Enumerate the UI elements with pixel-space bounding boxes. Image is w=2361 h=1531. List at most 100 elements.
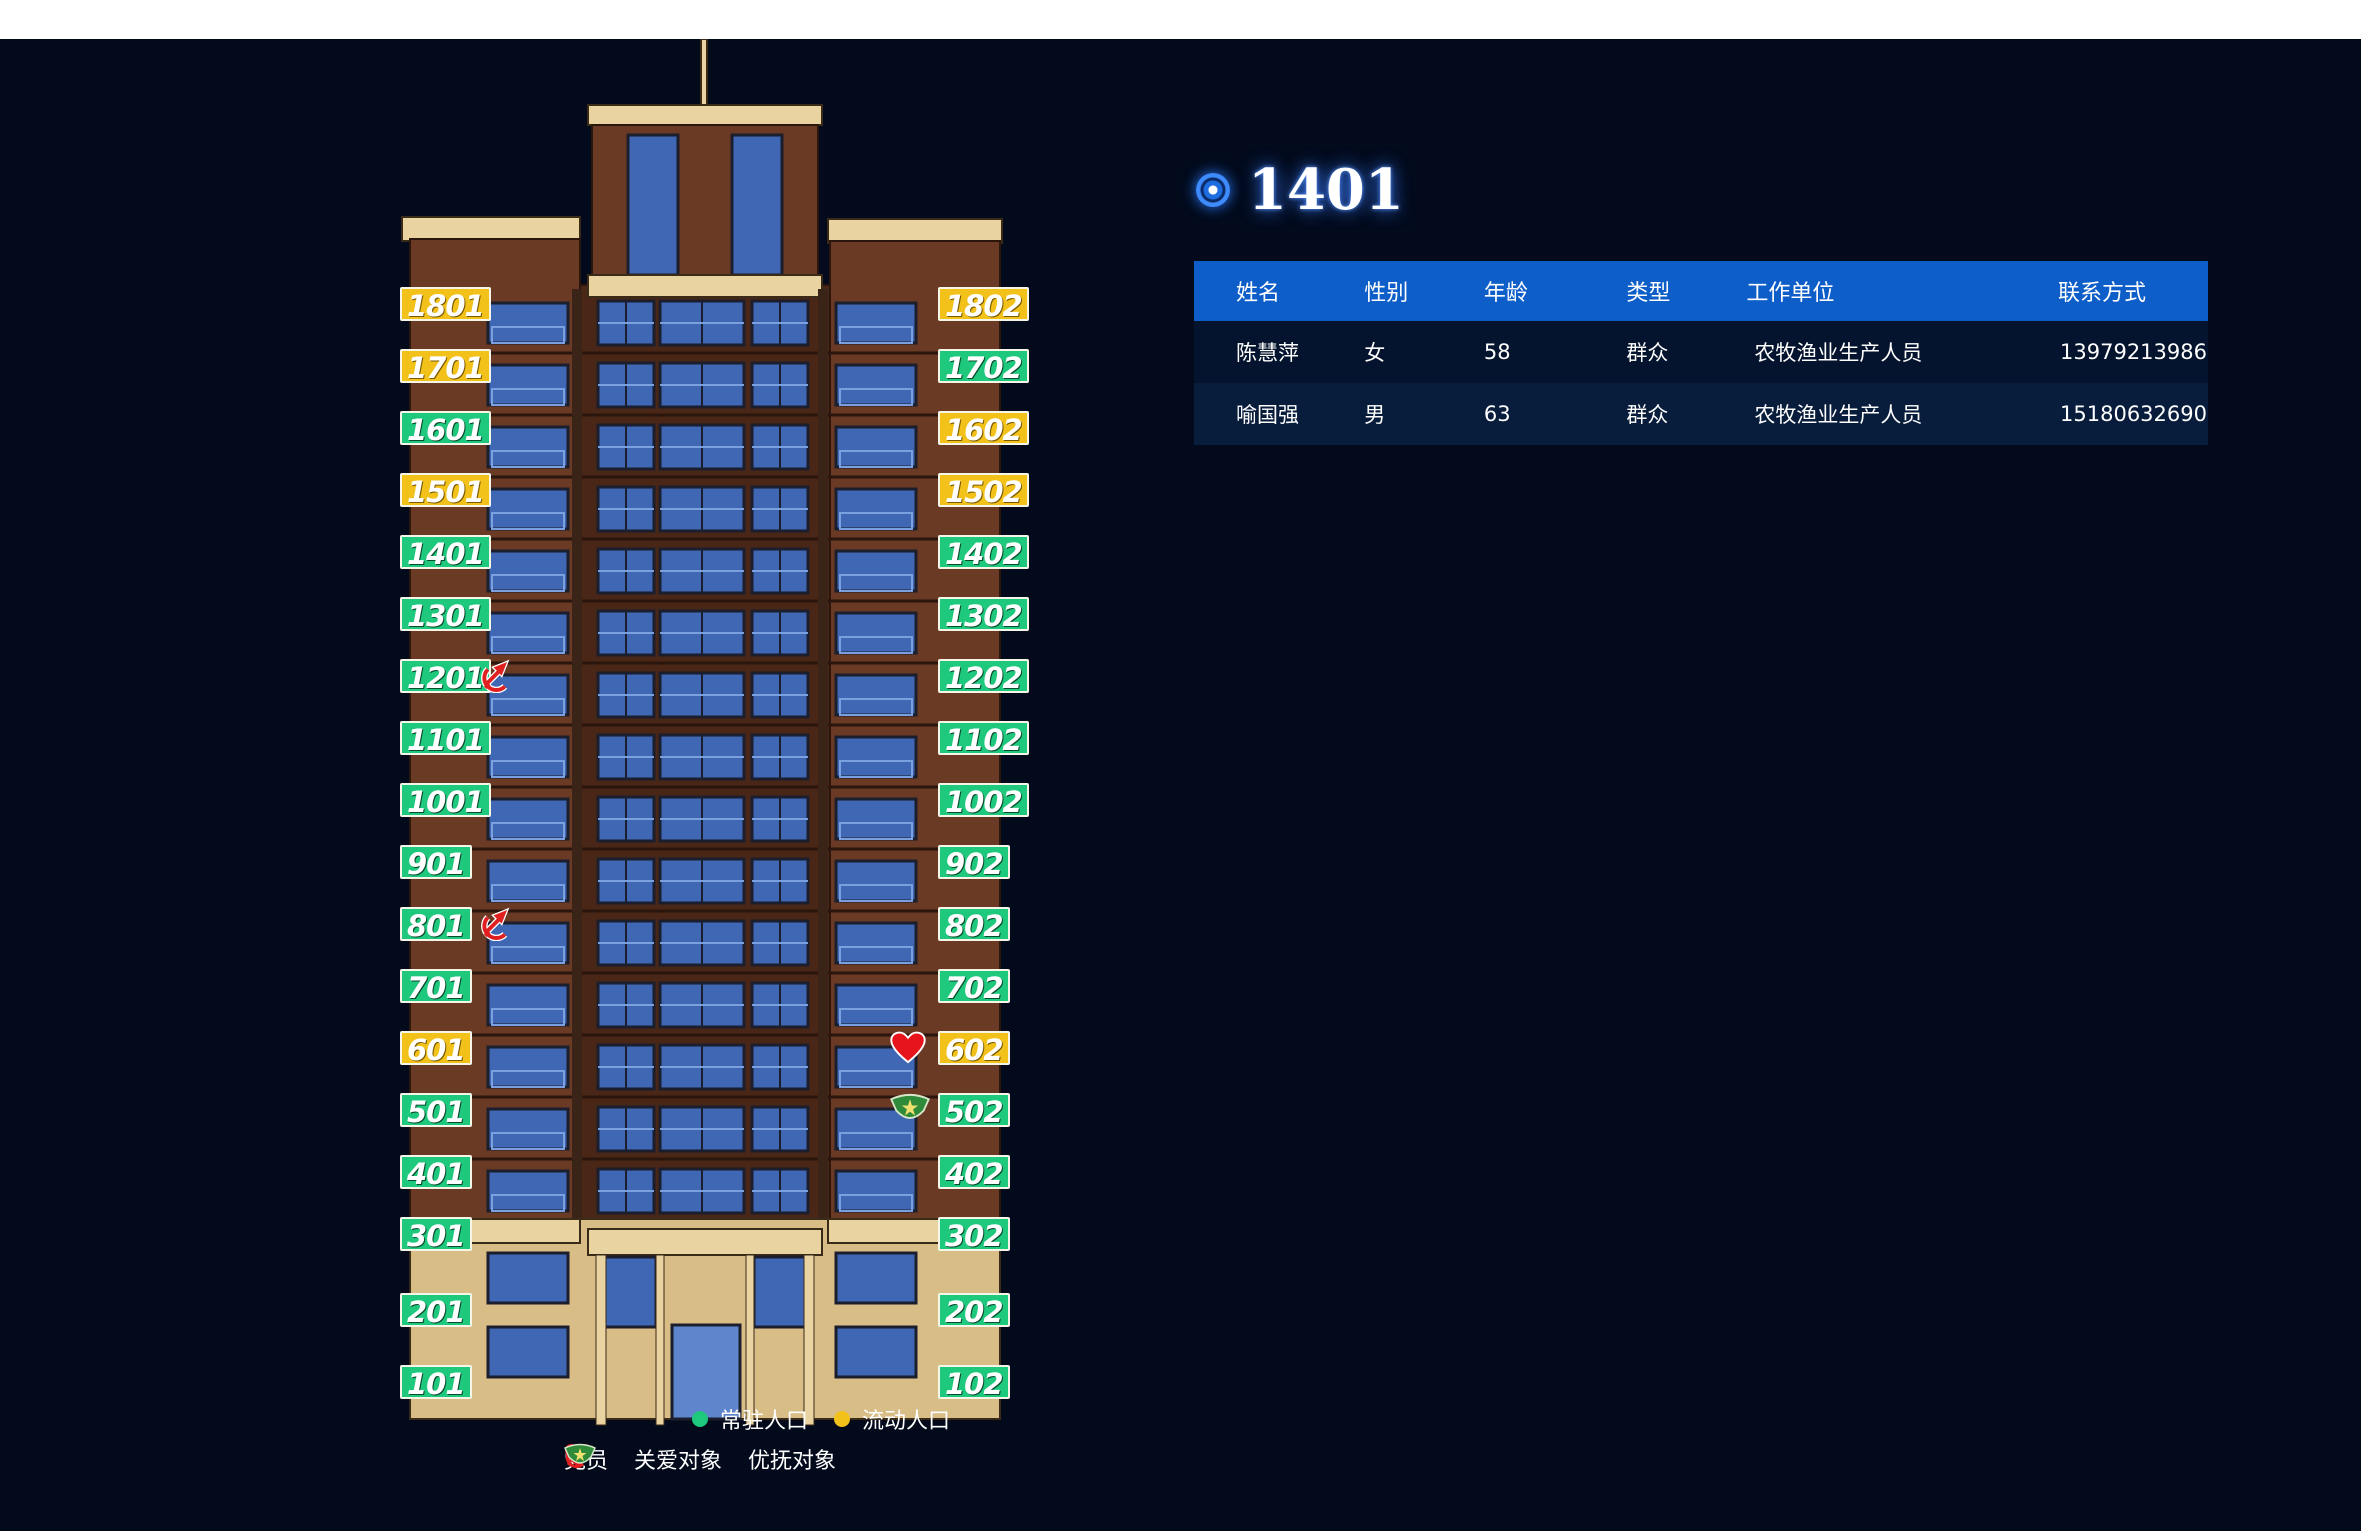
- balcony-rail: [491, 450, 565, 468]
- unit-102[interactable]: 102: [938, 1365, 1010, 1401]
- cell-tel: 13979213986: [2018, 321, 2208, 383]
- unit-1102[interactable]: 1102: [938, 721, 1029, 757]
- unit-1802[interactable]: 1802: [938, 287, 1029, 323]
- tower-window-left: [626, 133, 680, 277]
- unit-1301[interactable]: 1301: [400, 597, 491, 633]
- unit-1401[interactable]: 1401: [400, 535, 491, 571]
- unit-1002[interactable]: 1002: [938, 783, 1029, 819]
- window: [486, 797, 570, 841]
- unit-1402[interactable]: 1402: [938, 535, 1029, 571]
- unit-1702[interactable]: 1702: [938, 349, 1029, 385]
- cell-name: 喻国强: [1194, 383, 1337, 445]
- window: [486, 859, 570, 903]
- unit-301[interactable]: 301: [400, 1217, 472, 1253]
- column: [803, 1254, 815, 1426]
- army-badge-icon: [890, 1093, 930, 1127]
- table-header: 姓名 性别 年龄 类型 工作单位 联系方式: [1194, 261, 2208, 321]
- unit-701[interactable]: 701: [400, 969, 472, 1005]
- window: [834, 1169, 918, 1213]
- balcony-rail: [491, 388, 565, 406]
- unit-1001[interactable]: 1001: [400, 783, 491, 819]
- window: [834, 673, 918, 717]
- balcony-rail: [839, 512, 913, 530]
- window: [834, 921, 918, 965]
- unit-601[interactable]: 601: [400, 1031, 472, 1067]
- balcony-rail: [839, 946, 913, 964]
- unit-1801[interactable]: 1801: [400, 287, 491, 323]
- balcony-rail: [839, 884, 913, 902]
- unit-802[interactable]: 802: [938, 907, 1010, 943]
- balcony-rail: [491, 574, 565, 592]
- window: [834, 363, 918, 407]
- window: [486, 301, 570, 345]
- column: [595, 1254, 607, 1426]
- column: [745, 1254, 755, 1426]
- unit-602[interactable]: 602: [938, 1031, 1010, 1067]
- balcony-rail: [839, 1132, 913, 1150]
- table-row[interactable]: 陈慧萍 女 58 群众 农牧渔业生产人员 13979213986: [1194, 321, 2208, 383]
- unit-1502[interactable]: 1502: [938, 473, 1029, 509]
- table-row[interactable]: 喻国强 男 63 群众 农牧渔业生产人员 15180632690: [1194, 383, 2208, 445]
- col-tel: 联系方式: [2018, 261, 2208, 321]
- window: [486, 611, 570, 655]
- col-work: 工作单位: [1746, 261, 2019, 321]
- unit-1302[interactable]: 1302: [938, 597, 1029, 633]
- cell-name: 陈慧萍: [1194, 321, 1337, 383]
- unit-902[interactable]: 902: [938, 845, 1010, 881]
- entrance-canopy: [587, 1228, 823, 1256]
- top-white-bar: [0, 0, 2361, 39]
- unit-702[interactable]: 702: [938, 969, 1010, 1005]
- unit-901[interactable]: 901: [400, 845, 472, 881]
- unit-801[interactable]: 801: [400, 907, 472, 943]
- cell-type: 群众: [1586, 321, 1747, 383]
- window: [834, 1325, 918, 1379]
- building-facade: [401, 39, 1005, 1426]
- balcony-rail: [491, 1132, 565, 1150]
- balcony-rail: [491, 1070, 565, 1088]
- unit-1501[interactable]: 1501: [400, 473, 491, 509]
- unit-501[interactable]: 501: [400, 1093, 472, 1129]
- col-type: 类型: [1586, 261, 1747, 321]
- window: [834, 983, 918, 1027]
- balcony-rail: [491, 822, 565, 840]
- window: [834, 611, 918, 655]
- balcony-rail: [839, 1070, 913, 1088]
- unit-101[interactable]: 101: [400, 1365, 472, 1401]
- window: [486, 1169, 570, 1213]
- balcony-rail: [839, 760, 913, 778]
- balcony-rail: [491, 884, 565, 902]
- unit-201[interactable]: 201: [400, 1293, 472, 1329]
- window: [834, 797, 918, 841]
- balcony-rail: [839, 388, 913, 406]
- unit-302[interactable]: 302: [938, 1217, 1010, 1253]
- unit-401[interactable]: 401: [400, 1155, 472, 1191]
- balcony-rail: [839, 822, 913, 840]
- dashboard-stage: 1801 1701 1601 1501 1401 1301 1201 1101 1001 901 8…: [0, 39, 2361, 1531]
- party-emblem-icon: [480, 659, 514, 693]
- unit-1601[interactable]: 1601: [400, 411, 491, 447]
- unit-1602[interactable]: 1602: [938, 411, 1029, 447]
- unit-202[interactable]: 202: [938, 1293, 1010, 1329]
- legend-care-label: 关爱对象: [634, 1449, 723, 1474]
- window: [602, 1255, 658, 1329]
- unit-1201[interactable]: 1201: [400, 659, 491, 695]
- unit-1701[interactable]: 1701: [400, 349, 491, 385]
- balcony-rail: [839, 636, 913, 654]
- cell-age: 58: [1451, 321, 1587, 383]
- window: [486, 673, 570, 717]
- balcony-rail: [491, 698, 565, 716]
- unit-1101[interactable]: 1101: [400, 721, 491, 757]
- right-roof: [827, 218, 1003, 244]
- unit-402[interactable]: 402: [938, 1155, 1010, 1191]
- cell-work: 农牧渔业生产人员: [1746, 383, 2019, 445]
- window: [486, 735, 570, 779]
- unit-502[interactable]: 502: [938, 1093, 1010, 1129]
- window: [834, 1251, 918, 1305]
- window: [834, 487, 918, 531]
- window: [834, 425, 918, 469]
- cell-age: 63: [1451, 383, 1587, 445]
- balcony-rail: [839, 574, 913, 592]
- unit-1202[interactable]: 1202: [938, 659, 1029, 695]
- tower-top: [591, 124, 819, 286]
- residents-table: 姓名 性别 年龄 类型 工作单位 联系方式 陈慧萍 女 58 群众 农牧渔业生产…: [1194, 261, 2208, 445]
